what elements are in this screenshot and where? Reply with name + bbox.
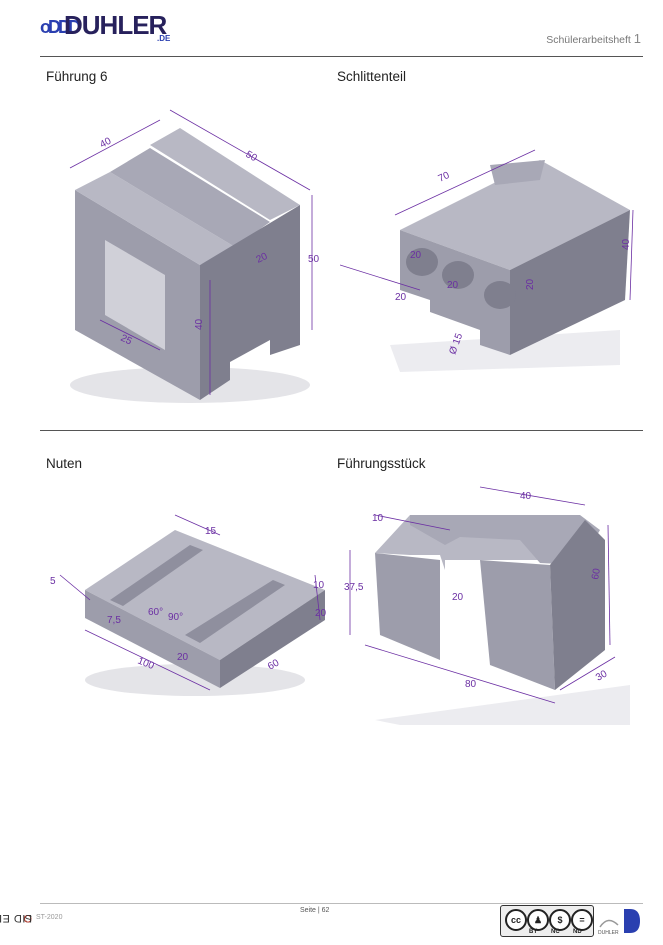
dim-15: 15	[205, 526, 217, 537]
figure-fuehrungsstueck: 40 10 60 37,5 20 80 30	[344, 486, 630, 725]
dim-37-5: 37,5	[344, 582, 364, 593]
face-side	[510, 210, 630, 355]
section-title-nuten: Nuten	[46, 456, 83, 471]
cc-label-nc: NC	[551, 929, 560, 935]
face-side	[220, 590, 325, 688]
logo-suffix: .DE	[157, 34, 171, 43]
duhler-mini-text: DUHLER	[598, 930, 619, 936]
dim-70: 70	[437, 170, 452, 185]
block-right-front	[480, 560, 555, 690]
header-title: Schülerarbeitsheft 1	[546, 31, 641, 46]
hole-3	[484, 281, 516, 309]
face-top	[85, 530, 325, 660]
groove-1	[110, 545, 203, 606]
dim-20: 20	[452, 592, 464, 603]
face-top	[400, 160, 630, 270]
dim-40: 40	[98, 136, 113, 151]
dim-10: 10	[313, 580, 325, 591]
nc-icon: $	[549, 909, 571, 931]
page-number: Seite | 62	[300, 907, 330, 914]
duhler-mini-logo: DUHLER	[598, 909, 640, 936]
dim-40-height: 40	[194, 318, 205, 330]
hole-1	[406, 248, 438, 276]
dim-30: 30	[594, 668, 610, 683]
dim-40: 40	[621, 238, 632, 250]
face-side	[200, 205, 300, 400]
figure-schlittenteil: 70 40 Ø 15 20 20 20 20	[340, 149, 634, 372]
cc-license-badge[interactable]: cc ♟ $ = BY NC ND	[500, 905, 594, 937]
cc-icon: cc	[505, 909, 527, 931]
block-left	[375, 553, 440, 660]
dim-20d: 20	[395, 292, 407, 303]
header-rule	[40, 56, 643, 57]
dim-50-top: 50	[244, 149, 260, 164]
footer-rule	[40, 903, 643, 904]
dim-50-side: 50	[308, 254, 320, 265]
dim-5: 5	[50, 576, 56, 587]
cc-label-by: BY	[529, 929, 538, 935]
dim-20a: 20	[410, 250, 422, 261]
dim-25: 25	[119, 333, 134, 348]
dim-60deg: 60°	[148, 607, 163, 618]
face-top-right	[150, 128, 300, 220]
hole-2	[442, 261, 474, 289]
section-title-fuehrungsstueck: Führungsstück	[337, 456, 426, 471]
dim-80: 80	[465, 679, 477, 690]
middle-rule	[40, 430, 643, 431]
cc-label-nd: ND	[573, 929, 582, 935]
header-number: 1	[633, 31, 641, 46]
dim-60: 60	[590, 567, 603, 580]
dim-20c: 20	[525, 278, 536, 290]
dim-10: 10	[372, 513, 384, 524]
figure-nuten: 15 5 10 20 60° 90° 7,5 20 100 60	[50, 514, 327, 696]
dim-20: 20	[255, 251, 270, 266]
logo-text: DUHLER	[64, 10, 167, 40]
section-title-schlittenteil: Schlittenteil	[337, 69, 407, 84]
nd-icon: =	[571, 909, 593, 931]
dim-40: 40	[520, 491, 532, 502]
section-title-fuehrung6: Führung 6	[46, 69, 108, 84]
figure-fuehrung6: 40 50 50 20 40 25	[69, 109, 320, 403]
face-slot	[110, 148, 270, 247]
groove-2	[185, 580, 285, 643]
window-opening	[105, 240, 165, 350]
block-right-side	[550, 520, 605, 690]
header-title-text: Schülerarbeitsheft	[546, 34, 631, 46]
dim-20b: 20	[447, 280, 459, 291]
dim-20-side: 20	[315, 608, 327, 619]
dim-7-5: 7,5	[107, 615, 121, 626]
duhler-logo: oDDD DUHLER .DE	[40, 10, 180, 44]
face-top-left	[75, 172, 235, 265]
dim-90deg: 90°	[168, 612, 183, 623]
by-icon: ♟	[527, 909, 549, 931]
dim-20-bottom: 20	[177, 652, 189, 663]
dim-60: 60	[266, 657, 282, 672]
face-front	[85, 590, 220, 688]
logo-prefix: oDDD	[40, 17, 81, 37]
footer-year: ST-2020	[36, 914, 63, 921]
